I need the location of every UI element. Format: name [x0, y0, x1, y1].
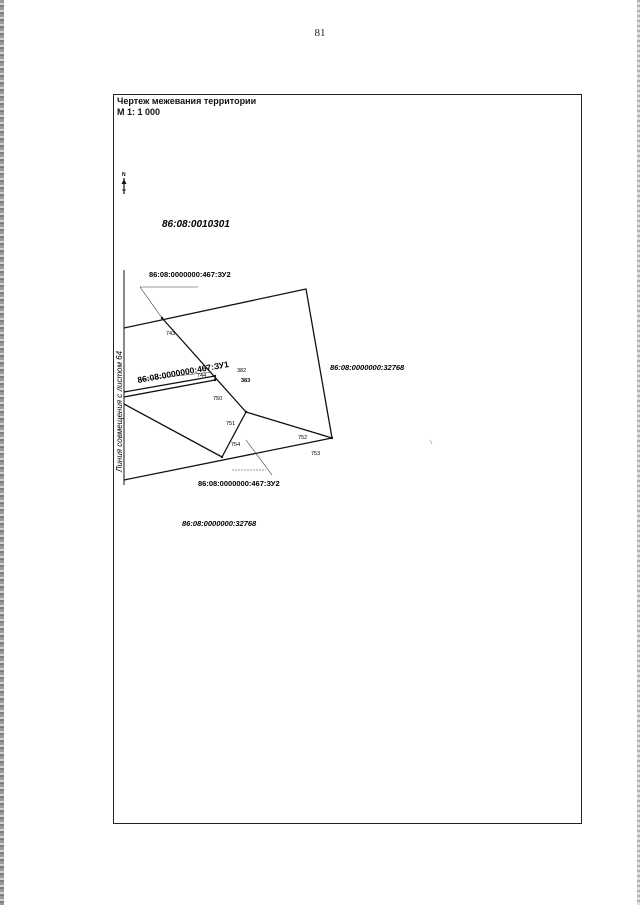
alignment-line-label: Линия совмещения с листом 64 — [115, 350, 124, 473]
point-label-751: 751 — [226, 421, 235, 427]
drawing-frame — [113, 94, 582, 824]
quarter-number: 86:08:0010301 — [162, 219, 230, 230]
point-label-752: 752 — [298, 435, 307, 441]
parcel-boundaries — [123, 288, 333, 481]
parcel-label-zu2-bottom: 86:08:0000000:467:ЗУ2 — [198, 479, 280, 488]
point-label-753: 753 — [311, 451, 320, 457]
point-markers — [160, 316, 334, 459]
scan-edge-right — [637, 0, 640, 905]
north-arrow-icon: N — [121, 172, 127, 194]
north-mark: N — [122, 172, 126, 178]
drawing-title: Чертеж межевания территории — [117, 96, 257, 106]
drawing-title-block: Чертеж межевания территории М 1: 1 000 — [117, 96, 256, 118]
drawing-scale: М 1: 1 000 — [117, 107, 161, 117]
scan-edge-left — [0, 0, 4, 905]
point-label-382: 382 — [237, 368, 246, 374]
point-label-383: 383 — [241, 378, 250, 384]
point-label-743: 743 — [166, 331, 175, 337]
point-label-750: 750 — [213, 396, 222, 402]
page-number: 81 — [314, 27, 326, 39]
point-number-labels: 743 744 382 383 750 751 752 753 754 — [166, 331, 320, 457]
point-label-744: 744 — [197, 373, 206, 379]
parcel-label-zu2-top: 86:08:0000000:467:ЗУ2 — [149, 270, 231, 279]
parcel-label-bottom: 86:08:0000000:32768 — [182, 519, 257, 528]
leader-lines — [139, 286, 433, 476]
point-label-754: 754 — [231, 442, 240, 448]
parcel-label-right: 86:08:0000000:32768 — [330, 363, 405, 372]
